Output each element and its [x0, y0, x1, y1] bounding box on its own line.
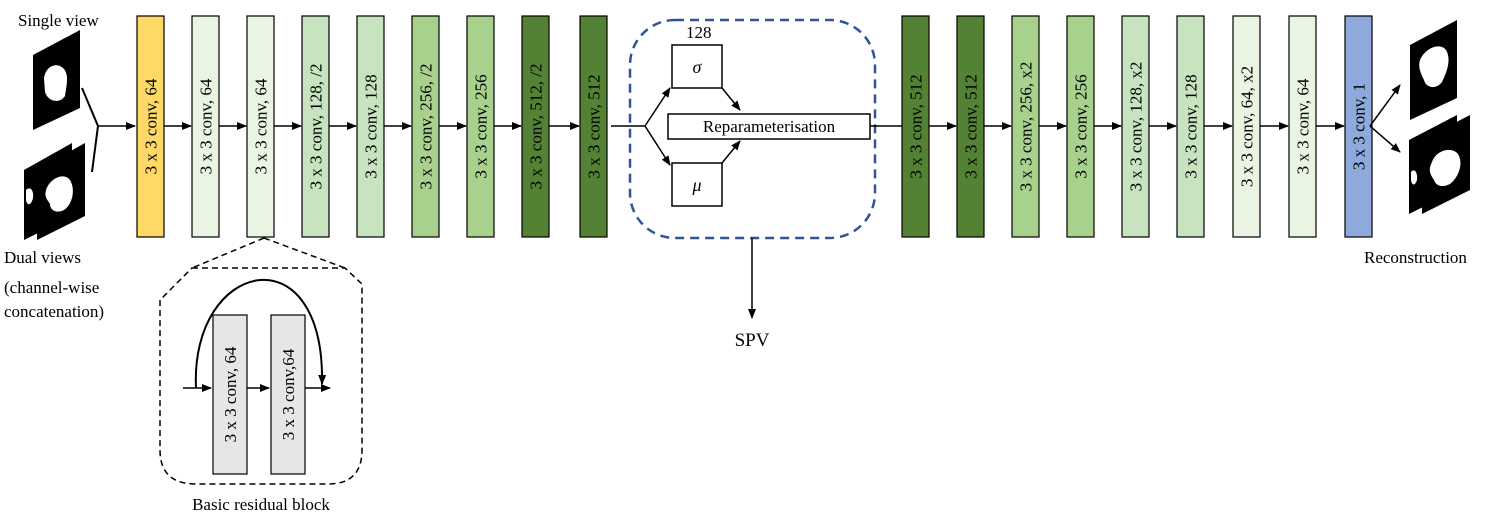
encoder-layer-4 [301, 15, 330, 238]
single-view-image [33, 30, 80, 130]
encoder-layer-2-label: 3 x 3 conv, 64 [197, 78, 216, 174]
latent-size-label: 128 [686, 23, 712, 42]
encoder-layer-8-label: 3 x 3 conv, 512, /2 [527, 64, 546, 190]
dual-views-label-line2: (channel-wise [4, 278, 99, 297]
mu-box [671, 162, 723, 207]
decoder-layer-7 [1232, 15, 1261, 238]
decoder-layer-8 [1288, 15, 1317, 238]
encoder-layer-6-label: 3 x 3 conv, 256, /2 [417, 64, 436, 190]
decoder-layer-5-label: 3 x 3 conv, 128, x2 [1127, 62, 1146, 192]
decoder-layer-9-label: 3 x 3 conv, 1 [1350, 83, 1369, 170]
input-merge-lines [81, 87, 136, 173]
decoder-layer-8-label: 3 x 3 conv, 64 [1294, 78, 1313, 174]
skip-connection [194, 278, 327, 389]
encoder-layer-6 [411, 15, 440, 238]
decoder-layer-5 [1121, 15, 1150, 238]
reconstruction-label: Reconstruction [1364, 248, 1467, 267]
decoder-layer-7-label: 3 x 3 conv, 64, x2 [1238, 66, 1257, 187]
spv-label: SPV [735, 330, 770, 351]
encoder-layer-1-label: 3 x 3 conv, 64 [142, 78, 161, 174]
dual-views-label: Dual views [4, 248, 81, 267]
decoder-layer-6-label: 3 x 3 conv, 128 [1182, 74, 1201, 178]
reparameterisation-label: Reparameterisation [703, 117, 836, 136]
single-view-label: Single view [18, 11, 99, 30]
encoder-layer-5 [356, 15, 385, 238]
decoder-layer-9 [1344, 15, 1373, 238]
sigma-box [671, 44, 723, 89]
encoder-layer-9 [579, 15, 608, 238]
encoder-layer-9-label: 3 x 3 conv, 512 [585, 74, 604, 178]
encoder-layer-5-label: 3 x 3 conv, 128 [362, 74, 381, 178]
latent-module: 128 σ μ Reparameterisation SPV [611, 18, 902, 351]
encoder-layer-1 [136, 15, 165, 238]
residual-conv1 [212, 314, 248, 475]
decoder-layer-2-label: 3 x 3 conv, 512 [962, 74, 981, 178]
residual-block-outline [159, 267, 363, 485]
encoder: 3 x 3 conv, 64 3 x 3 conv, 64 3 x 3 conv, … [136, 15, 608, 238]
encoder-layer-2 [191, 15, 220, 238]
decoder-layer-1-label: 3 x 3 conv, 512 [907, 74, 926, 178]
dual-views-label-line3: concatenation) [4, 302, 104, 321]
reconstruction-images [1409, 20, 1470, 214]
encoder-layer-7 [466, 15, 495, 238]
decoder-layer-3-label: 3 x 3 conv, 256, x2 [1017, 62, 1036, 192]
output-split-arrows [1369, 84, 1401, 153]
encoder-layer-3-label: 3 x 3 conv, 64 [252, 78, 271, 174]
decoder-layer-4-label: 3 x 3 conv, 256 [1072, 74, 1091, 178]
mu-symbol: μ [691, 175, 701, 195]
dual-view-images [24, 143, 85, 240]
residual-conv1-label: 3 x 3 conv, 64 [221, 346, 240, 442]
residual-block-title: Basic residual block [192, 495, 330, 514]
decoder-layer-2 [956, 15, 985, 238]
decoder-layer-3 [1011, 15, 1040, 238]
sigma-symbol: σ [693, 57, 703, 77]
encoder-layer-7-label: 3 x 3 conv, 256 [472, 74, 491, 178]
encoder-layer-4-label: 3 x 3 conv, 128, /2 [307, 64, 326, 190]
decoder-layer-6 [1176, 15, 1205, 238]
residual-conv2-label: 3 x 3 conv,64 [279, 348, 298, 440]
decoder: 3 x 3 conv, 512 3 x 3 conv, 512 3 x 3 conv… [901, 15, 1373, 238]
residual-conv2 [270, 314, 306, 475]
residual-block: 3 x 3 conv, 64 3 x 3 conv,64 Basic resid… [159, 237, 363, 514]
